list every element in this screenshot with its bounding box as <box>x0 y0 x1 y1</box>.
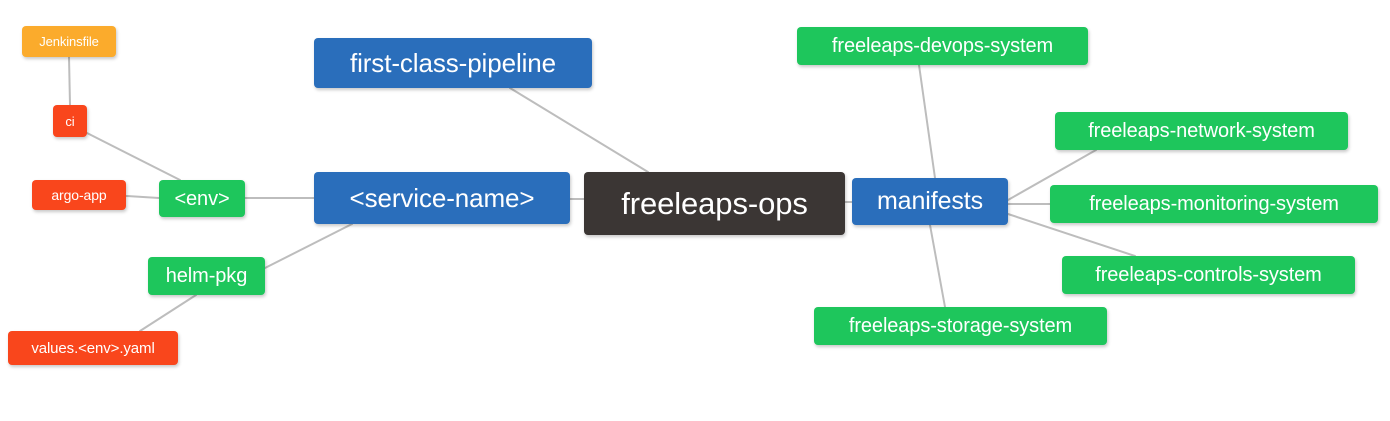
node-label-env: <env> <box>174 187 230 210</box>
node-label-jenkinsfile: Jenkinsfile <box>39 34 99 49</box>
edge-helmpkg-servicename <box>264 223 353 269</box>
node-label-helm-pkg: helm-pkg <box>165 265 248 287</box>
node-monitoring-system[interactable]: freeleaps-monitoring-system <box>1050 185 1378 223</box>
node-label-service-name: <service-name> <box>349 183 535 213</box>
node-label-storage-system: freeleaps-storage-system <box>848 315 1073 337</box>
node-service-name[interactable]: <service-name> <box>314 172 570 224</box>
node-devops-system[interactable]: freeleaps-devops-system <box>797 27 1088 65</box>
node-network-system[interactable]: freeleaps-network-system <box>1055 112 1348 150</box>
node-freeleaps-ops[interactable]: freeleaps-ops <box>584 172 845 235</box>
edge-valuesyaml-helmpkg <box>139 294 197 332</box>
node-label-network-system: freeleaps-network-system <box>1088 120 1315 142</box>
node-storage-system[interactable]: freeleaps-storage-system <box>814 307 1107 345</box>
node-helm-pkg[interactable]: helm-pkg <box>148 257 265 295</box>
node-argo-app[interactable]: argo-app <box>32 180 126 210</box>
node-controls-system[interactable]: freeleaps-controls-system <box>1062 256 1355 294</box>
edge-manifests-devops <box>918 64 936 179</box>
node-label-values-yaml: values.<env>.yaml <box>31 339 155 357</box>
node-env[interactable]: <env> <box>159 180 245 217</box>
edge-jenkinsfile-ci <box>68 56 71 106</box>
node-manifests[interactable]: manifests <box>852 178 1008 225</box>
node-label-first-class-pipeline: first-class-pipeline <box>349 48 557 78</box>
node-ci[interactable]: ci <box>53 105 87 137</box>
edge-manifests-storage <box>929 224 946 308</box>
node-label-argo-app: argo-app <box>51 187 107 203</box>
node-jenkinsfile[interactable]: Jenkinsfile <box>22 26 116 57</box>
node-label-manifests: manifests <box>876 187 984 215</box>
node-label-freeleaps-ops: freeleaps-ops <box>621 186 808 221</box>
node-label-devops-system: freeleaps-devops-system <box>831 35 1054 57</box>
edge-argoapp-env <box>125 195 160 199</box>
node-first-class-pipeline[interactable]: first-class-pipeline <box>314 38 592 88</box>
node-label-ci: ci <box>65 113 75 129</box>
edge-ci-env <box>86 132 181 181</box>
node-label-monitoring-system: freeleaps-monitoring-system <box>1089 193 1339 215</box>
node-label-controls-system: freeleaps-controls-system <box>1095 264 1322 286</box>
edge-pipeline-ops <box>509 87 649 173</box>
node-values-yaml[interactable]: values.<env>.yaml <box>8 331 178 365</box>
